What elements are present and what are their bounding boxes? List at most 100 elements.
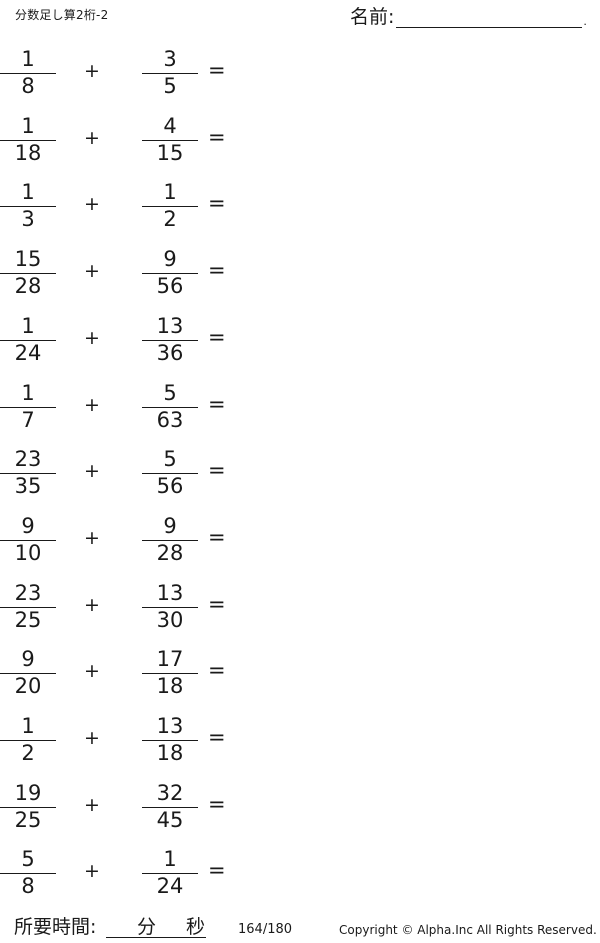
fraction-bar	[142, 139, 198, 141]
fraction-bar	[0, 473, 56, 475]
fraction-numerator: 9	[163, 247, 177, 272]
equals-sign: =	[208, 58, 226, 82]
equals-sign: =	[208, 524, 226, 549]
fraction-numerator: 1	[163, 847, 177, 872]
fraction-numerator: 3	[163, 47, 177, 71]
fraction-numerator: 23	[14, 580, 42, 605]
fraction-numerator: 13	[156, 580, 184, 605]
fraction-numerator: 5	[163, 380, 177, 405]
fraction-denominator: 63	[156, 407, 184, 432]
fraction-numerator: 9	[163, 513, 177, 538]
fraction-bar	[142, 473, 198, 475]
plus-sign: +	[84, 793, 100, 816]
fraction-denominator: 18	[156, 741, 184, 765]
fraction-numerator: 32	[156, 780, 184, 805]
fraction-numerator: 13	[156, 714, 184, 738]
fraction-denominator: 18	[14, 140, 42, 165]
fraction-bar	[142, 606, 198, 608]
fraction-bar	[0, 273, 56, 275]
fraction-denominator: 35	[14, 474, 42, 499]
fraction-denominator: 30	[156, 607, 184, 632]
equals-sign: =	[208, 658, 226, 683]
fraction-bar	[142, 339, 198, 341]
name-input-line[interactable]	[396, 8, 583, 28]
copyright: Copyright © Alpha.Inc All Rights Reserve…	[339, 923, 597, 937]
fraction-denominator: 3	[21, 207, 35, 232]
fraction-denominator: 24	[14, 340, 42, 365]
fraction-denominator: 10	[14, 540, 42, 565]
fraction-bar	[142, 740, 198, 741]
fraction-bar	[0, 806, 56, 808]
fraction-numerator: 15	[14, 247, 42, 272]
fraction-denominator: 25	[14, 607, 42, 632]
fraction-denominator: 28	[14, 274, 42, 299]
plus-sign: +	[84, 193, 100, 216]
fraction-bar	[142, 673, 198, 675]
fraction-bar	[0, 206, 56, 208]
page-number: 164/180	[238, 922, 293, 937]
plus-sign: +	[84, 660, 100, 683]
fraction-bar	[0, 406, 56, 408]
equals-sign: =	[208, 391, 226, 416]
fraction-bar	[0, 339, 56, 341]
equals-sign: =	[208, 725, 226, 749]
fraction-denominator: 18	[156, 674, 184, 699]
fraction-denominator: 2	[21, 741, 35, 765]
fraction-denominator: 8	[21, 874, 35, 899]
fraction-bar	[0, 539, 56, 541]
fraction-bar	[0, 73, 56, 74]
time-label: 所要時間:	[14, 916, 97, 938]
fraction-numerator: 9	[21, 647, 35, 672]
time-input-line[interactable]	[106, 937, 206, 938]
footer: 所要時間: 分 秒 164/180 Copyright © Alpha.Inc …	[0, 914, 600, 943]
fraction-numerator: 17	[156, 647, 184, 672]
fraction-numerator: 4	[163, 113, 177, 138]
fraction-bar	[0, 873, 56, 875]
equals-sign: =	[208, 191, 226, 216]
fraction-denominator: 8	[21, 74, 35, 98]
name-label: 名前:	[350, 6, 395, 28]
plus-sign: +	[84, 526, 100, 549]
fraction-numerator: 1	[21, 180, 35, 205]
fraction-numerator: 5	[163, 447, 177, 472]
equals-sign: =	[208, 258, 226, 283]
fraction-bar	[0, 740, 56, 741]
fraction-denominator: 56	[156, 474, 184, 499]
fraction-bar	[142, 273, 198, 275]
plus-sign: +	[84, 60, 100, 82]
plus-sign: +	[84, 260, 100, 283]
sheet-title: 分数足し算2桁-2	[15, 8, 109, 22]
fraction-bar	[142, 873, 198, 875]
fraction-numerator: 1	[163, 180, 177, 205]
equals-sign: =	[208, 591, 226, 616]
plus-sign: +	[84, 126, 100, 149]
fraction-bar	[0, 673, 56, 675]
fraction-denominator: 36	[156, 340, 184, 365]
